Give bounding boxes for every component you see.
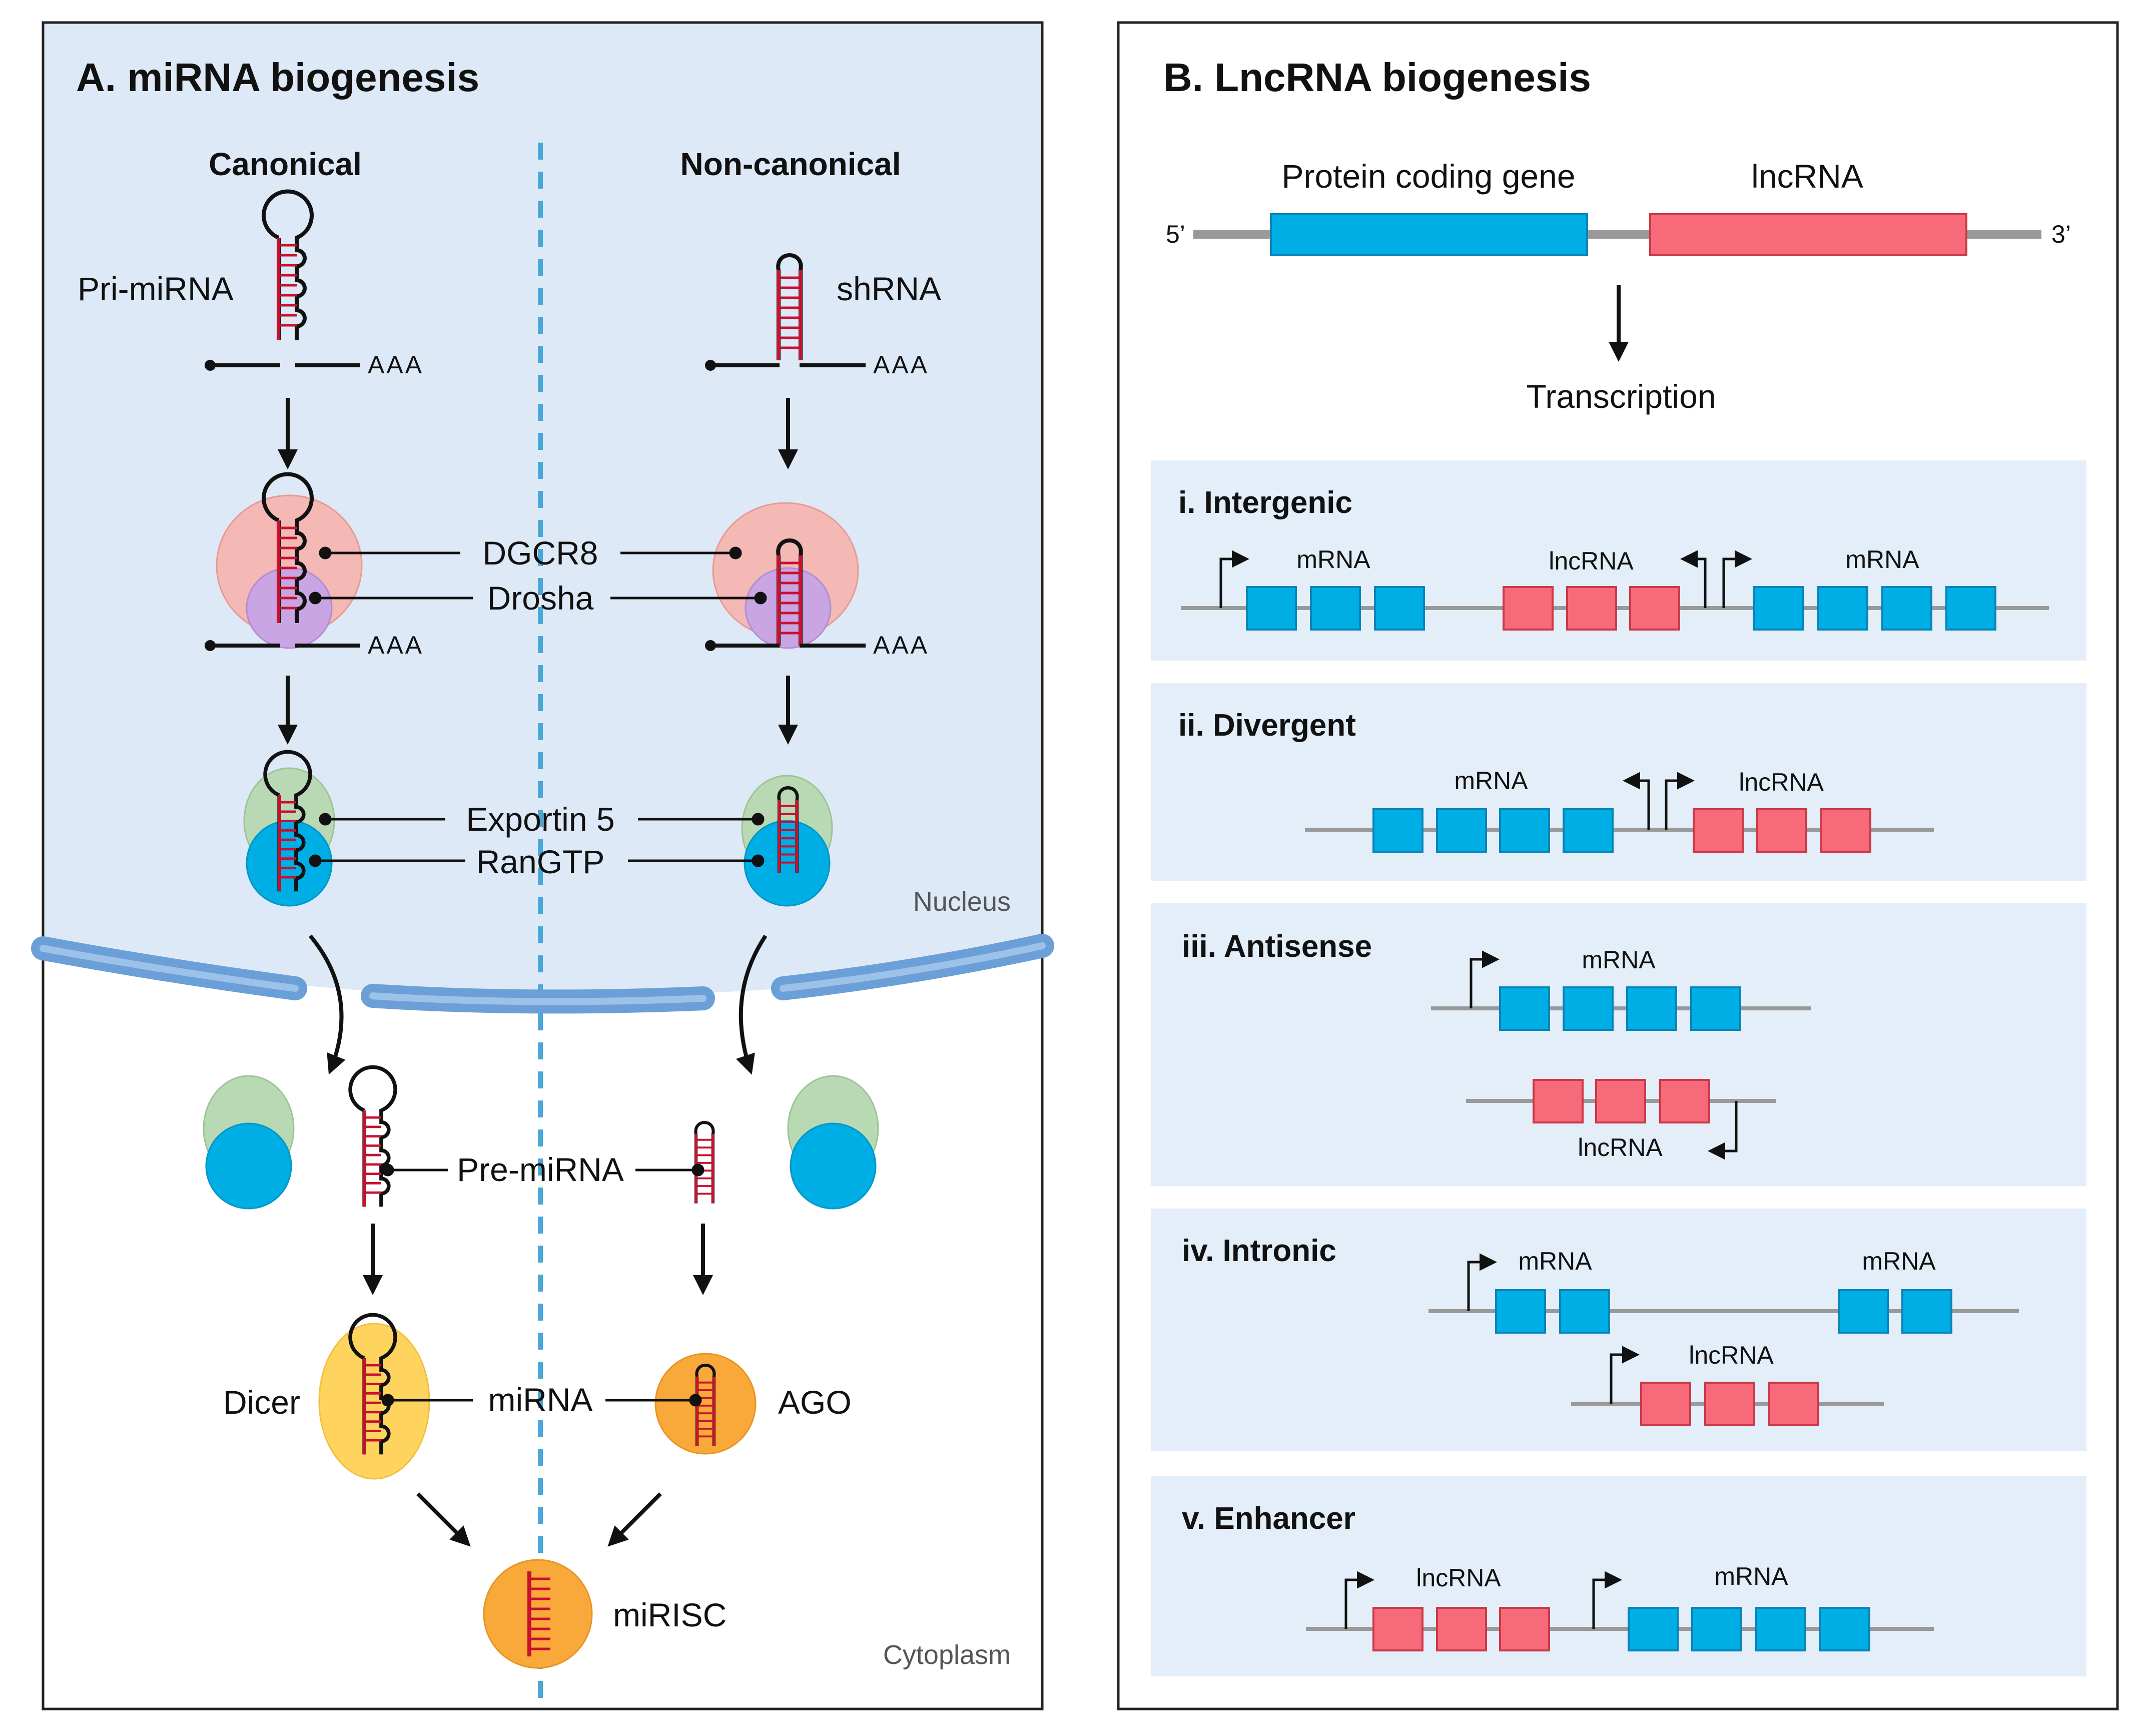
panel-a: A. miRNA biogenesis Canonical Non-canoni… [31,21,1054,1710]
shrna-hairpin [705,255,866,371]
section-title-enhancer: v. Enhancer [1182,1501,1355,1536]
arrow-to-mirisc-left [416,1492,471,1547]
nuclear-membrane [31,934,1054,1014]
mirisc-complex [483,1559,593,1669]
intronic-mrna-label-1: mRNA [1518,1247,1592,1275]
pri-mirna-label: Pri-miRNA [78,270,234,307]
protein-coding-gene-block [1270,213,1588,256]
divergent-mrna-label: mRNA [1454,767,1528,795]
lncrna-gene-block [1649,213,1967,256]
leader-lines-row2 [309,546,767,605]
section-title-intergenic: i. Intergenic [1178,485,1352,520]
intergenic-mrna-label-2: mRNA [1845,545,1919,573]
enhancer-lncrna-label: lncRNA [1416,1564,1501,1592]
intronic-mrna-label-2: mRNA [1862,1247,1936,1275]
poly-a-tail-1: AAA [368,351,424,379]
antisense-mrna-label: mRNA [1582,946,1656,974]
section-box-divergent [1151,683,2086,881]
rangtp-label: RanGTP [476,843,605,880]
nucleus-label: Nucleus [913,887,1011,917]
export-arrow-left [308,934,346,1075]
leader-lines-row4 [381,1164,704,1177]
export-complex-noncanonical [741,775,833,907]
panel-a-border [42,21,1044,1710]
noncanonical-label: Non-canonical [680,146,901,182]
export-complex-canonical [243,752,335,907]
divergent-lncrna-label: lncRNA [1739,768,1824,796]
released-exportin-right [787,1075,879,1210]
section-title-intronic: iv. Intronic [1182,1234,1336,1268]
panel-a-title: A. miRNA biogenesis [76,55,479,100]
dicer-label: Dicer [223,1384,300,1421]
dicer-complex [318,1315,430,1480]
divergent-diagram [1305,772,1934,853]
pre-mirna-label: Pre-miRNA [457,1151,624,1188]
intergenic-lncrna-label: lncRNA [1549,547,1634,575]
pri-mirna-hairpin [205,192,360,371]
poly-a-tail-4: AAA [873,631,929,659]
export-arrow-right [736,934,768,1075]
leader-lines-row5 [381,1394,702,1407]
canonical-label: Canonical [209,146,362,182]
ago-label: AGO [778,1384,852,1421]
transcription-label: Transcription [1526,378,1716,415]
ago-complex [654,1353,757,1455]
intergenic-diagram [1181,550,2049,631]
leader-lines-row3 [309,813,765,867]
mirna-label: miRNA [488,1381,593,1418]
panel-b: B. LncRNA biogenesis Protein coding gene… [1117,21,2119,1710]
panel-b-title: B. LncRNA biogenesis [1163,55,1591,100]
pre-mirna-hairpin-noncanonical [696,1122,713,1204]
poly-a-tail-3: AAA [368,631,424,659]
cytoplasm-label: Cytoplasm [883,1640,1011,1670]
section-title-antisense: iii. Antisense [1182,929,1372,964]
lncrna-top-label: lncRNA [1751,158,1863,195]
enhancer-diagram [1306,1571,1934,1651]
section-box-antisense [1151,903,2086,1186]
microprocessor-noncanonical [705,502,866,651]
five-prime-label: 5’ [1166,220,1185,248]
pre-mirna-hairpin-canonical [350,1067,395,1207]
poly-a-tail-2: AAA [873,351,929,379]
protein-coding-gene-label: Protein coding gene [1281,158,1575,195]
mirisc-label: miRISC [613,1596,727,1633]
enhancer-mrna-label: mRNA [1714,1562,1788,1590]
microprocessor-canonical [205,474,363,651]
drosha-label: Drosha [487,580,594,617]
shrna-label: shRNA [837,270,941,307]
dgcr8-label: DGCR8 [482,534,598,571]
released-exportin-left [203,1075,295,1210]
three-prime-label: 3’ [2051,220,2071,248]
antisense-lncrna-label: lncRNA [1578,1133,1663,1162]
antisense-diagram [1431,950,1811,1160]
arrow-to-mirisc-right [607,1492,662,1547]
intergenic-mrna-label-1: mRNA [1296,545,1370,573]
exportin5-label: Exportin 5 [466,801,614,838]
intronic-lncrna-label: lncRNA [1689,1341,1774,1369]
intronic-diagram [1428,1253,2019,1426]
section-title-divergent: ii. Divergent [1178,708,1356,743]
